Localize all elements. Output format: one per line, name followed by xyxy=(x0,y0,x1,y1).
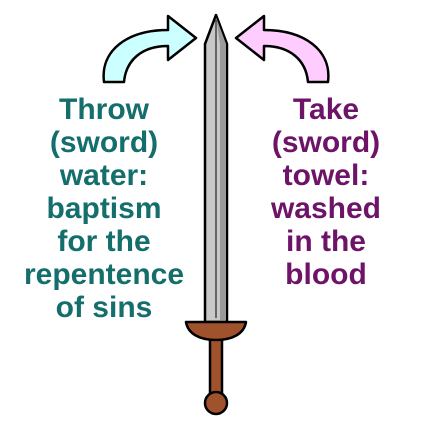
left-caption-line: repentence xyxy=(23,258,185,291)
right-caption-line: Take xyxy=(292,93,360,126)
sword-guard xyxy=(184,320,248,342)
left-caption: Throw (sword) water: baptism for the rep… xyxy=(0,93,208,324)
curved-arrow-right-icon xyxy=(102,14,198,84)
left-arrow-shape xyxy=(102,14,198,84)
right-caption-line: blood xyxy=(285,258,367,291)
left-caption-line: water: xyxy=(59,159,149,192)
left-caption-line: baptism xyxy=(46,192,162,225)
sword-icon xyxy=(184,13,248,416)
right-caption-line: washed xyxy=(270,192,382,225)
right-caption-line: in the xyxy=(286,225,366,258)
right-caption-line: towel: xyxy=(282,159,370,192)
curved-arrow-left-icon xyxy=(234,14,330,84)
right-arrow-shape xyxy=(234,14,330,84)
sword-grip xyxy=(208,334,224,398)
right-caption: Take (sword) towel: washed in the blood xyxy=(250,93,402,291)
left-caption-line: (sword) xyxy=(49,126,159,159)
sword-blade-bevel xyxy=(216,17,226,320)
right-caption-line: (sword) xyxy=(271,126,381,159)
left-caption-line: of sins xyxy=(55,291,153,324)
left-caption-line: for the xyxy=(57,225,151,258)
left-caption-line: Throw xyxy=(59,93,149,126)
sword-pommel xyxy=(203,390,229,416)
